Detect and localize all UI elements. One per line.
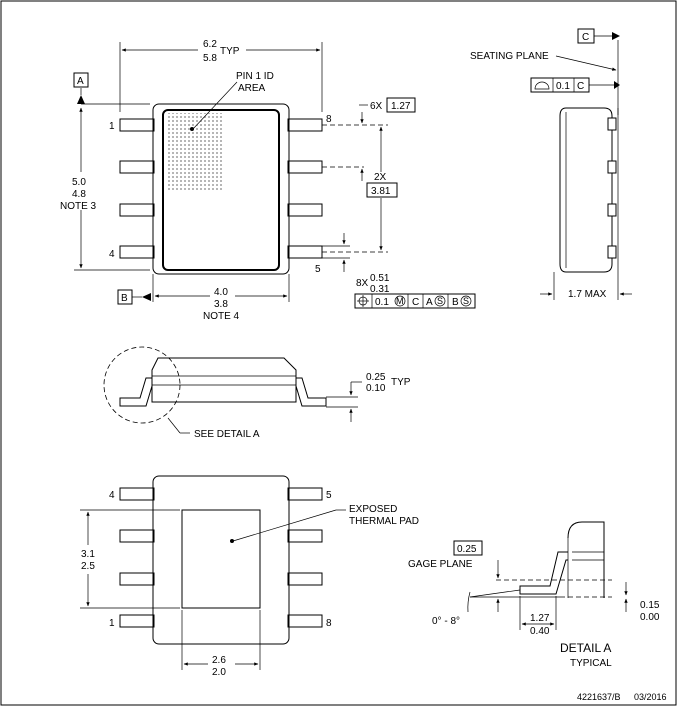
flatness-frame: 0.1 C: [530, 77, 590, 93]
fcf-tolerance: 0.1: [375, 297, 389, 308]
seating-plane-label: SEATING PLANE: [470, 51, 549, 62]
pin-8-label: 8: [326, 114, 332, 125]
datum-b: B: [121, 293, 128, 304]
lead-min: 0.31: [370, 284, 390, 295]
pad-width-min: 2.0: [212, 667, 226, 678]
pitch-value: 1.27: [391, 101, 411, 112]
angle-label: 0° - 8°: [432, 616, 460, 627]
standoff-max: 0.15: [640, 600, 660, 611]
lead-max: 0.51: [370, 273, 390, 284]
gage-plane-label: GAGE PLANE: [408, 559, 473, 570]
body-max: 4.0: [214, 287, 228, 298]
standoff-min: 0.00: [640, 612, 660, 623]
bottom-pin-4: 4: [109, 490, 115, 501]
detail-a: 0.25 GAGE PLANE 0° - 8° 1.27 0.40 0.15 0…: [408, 521, 660, 669]
flatness-datum: C: [577, 81, 584, 92]
bottom-pin-1: 1: [109, 618, 115, 629]
pad-label-2: THERMAL PAD: [349, 516, 419, 527]
body-min: 3.8: [214, 299, 228, 310]
pin-4-label: 4: [109, 249, 115, 260]
fcf-datum-c: C: [412, 297, 419, 308]
lead-thick-suffix: TYP: [391, 377, 411, 388]
doc-id: 4221637/B: [577, 692, 621, 702]
pad-label-1: EXPOSED: [349, 504, 397, 515]
detail-title: DETAIL A: [560, 641, 611, 655]
width-max: 6.2: [203, 39, 217, 50]
bottom-pin-5: 5: [326, 490, 332, 501]
height-note: NOTE 3: [60, 201, 97, 212]
pin1-id-label: PIN 1 ID: [236, 71, 274, 82]
lead-count: 8X: [356, 278, 369, 289]
doc-date: 03/2016: [634, 692, 667, 702]
span-count: 2X: [374, 172, 387, 183]
body-note: NOTE 4: [203, 311, 240, 322]
width-suffix: TYP: [220, 46, 240, 57]
pad-height-min: 2.5: [81, 561, 95, 572]
pin-5-label: 5: [315, 264, 321, 275]
top-view: PIN 1 ID AREA 1 4 8 5 6.2 TYP 5.8 A 5.0 …: [60, 39, 476, 322]
pad-height-max: 3.1: [81, 549, 95, 560]
gage-value: 0.25: [457, 544, 477, 555]
datum-c: C: [582, 32, 589, 43]
height-min: 4.8: [72, 189, 86, 200]
see-detail-label: SEE DETAIL A: [194, 429, 260, 440]
span-value: 3.81: [371, 186, 391, 197]
height-max: 5.0: [72, 177, 86, 188]
pitch-count: 6X: [370, 101, 383, 112]
pin1-area-label: AREA: [238, 83, 266, 94]
thermal-pad: [181, 509, 261, 609]
max-height: 1.7 MAX: [568, 289, 607, 300]
bottom-pin-8: 8: [326, 618, 332, 629]
bottom-view: EXPOSED THERMAL PAD 4 1 5 8 3.1 2.5 2.6 …: [80, 475, 419, 678]
foot-max: 1.27: [530, 613, 550, 624]
lead-thick-max: 0.25: [366, 372, 386, 383]
fcf-rfs-1: S: [437, 296, 443, 306]
profile-symbol-icon: [534, 81, 550, 90]
lead-thick-min: 0.10: [366, 383, 386, 394]
pin1-id-area: [166, 113, 222, 191]
pad-width-max: 2.6: [212, 655, 226, 666]
fcf-datum-b: B: [452, 297, 459, 308]
pin-1-label: 1: [109, 121, 115, 132]
width-min: 5.8: [203, 53, 217, 64]
side-view: C SEATING PLANE 0.1 C 1.7 MAX: [470, 28, 632, 300]
fcf-rfs-2: S: [463, 296, 469, 306]
detail-subtitle: TYPICAL: [570, 658, 612, 669]
front-view: 0.25 TYP 0.10 SEE DETAIL A: [103, 346, 411, 440]
fcf-datum-a: A: [426, 297, 433, 308]
fcf-mmc: M: [396, 296, 404, 306]
position-tolerance-frame: 0.1 M C A S B S: [354, 293, 476, 309]
datum-a: A: [77, 76, 84, 87]
flatness-tolerance: 0.1: [556, 81, 570, 92]
foot-min: 0.40: [530, 626, 550, 637]
